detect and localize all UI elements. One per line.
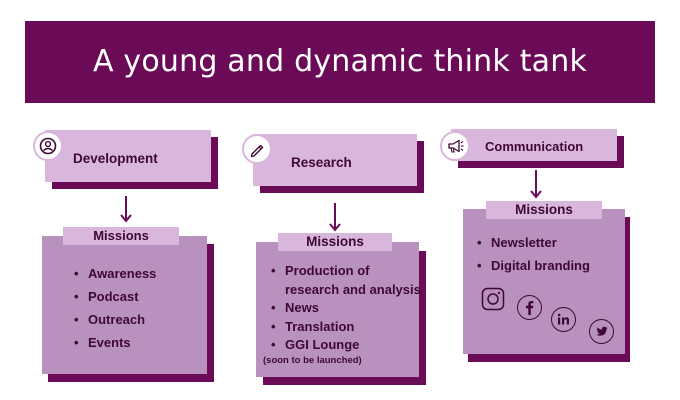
list-item: Newsletter <box>477 231 590 254</box>
list-item: Events <box>74 331 156 354</box>
linkedin-icon <box>551 307 576 332</box>
list-item-continuation-text: research and analysis <box>285 281 421 297</box>
megaphone-icon <box>440 131 470 161</box>
page-title: A young and dynamic think tank <box>92 44 588 79</box>
research-missions-list: Production of research and analysis News… <box>271 262 421 355</box>
instagram-icon <box>481 287 505 311</box>
communication-header-label: Communication <box>485 139 584 154</box>
development-missions-label: Missions <box>63 227 179 245</box>
list-item: Podcast <box>74 285 156 308</box>
list-item: GGI Lounge <box>271 336 421 355</box>
research-arrow <box>329 203 341 232</box>
research-header-box <box>253 134 417 186</box>
user-circle-icon <box>33 131 63 161</box>
research-note: (soon to be launched) <box>263 355 362 366</box>
research-missions-label: Missions <box>278 233 392 251</box>
communication-missions-list: Newsletter Digital branding <box>477 231 590 277</box>
list-item: Outreach <box>74 308 156 331</box>
research-header-label: Research <box>291 155 352 170</box>
pencil-icon <box>242 134 272 164</box>
communication-header-box <box>451 129 617 161</box>
list-item: Production of <box>271 262 421 281</box>
development-header-label: Development <box>73 151 158 166</box>
facebook-icon <box>517 295 542 320</box>
development-arrow <box>120 196 132 223</box>
communication-arrow <box>530 170 542 199</box>
list-item-continuation: research and analysis <box>271 281 421 300</box>
title-banner <box>25 21 655 103</box>
list-item: Digital branding <box>477 254 590 277</box>
development-missions-list: Awareness Podcast Outreach Events <box>74 262 156 354</box>
development-header-box <box>45 130 211 182</box>
list-item: Awareness <box>74 262 156 285</box>
communication-missions-label: Missions <box>486 201 602 219</box>
list-item: News <box>271 299 421 318</box>
twitter-icon <box>589 319 614 344</box>
list-item: Translation <box>271 318 421 337</box>
